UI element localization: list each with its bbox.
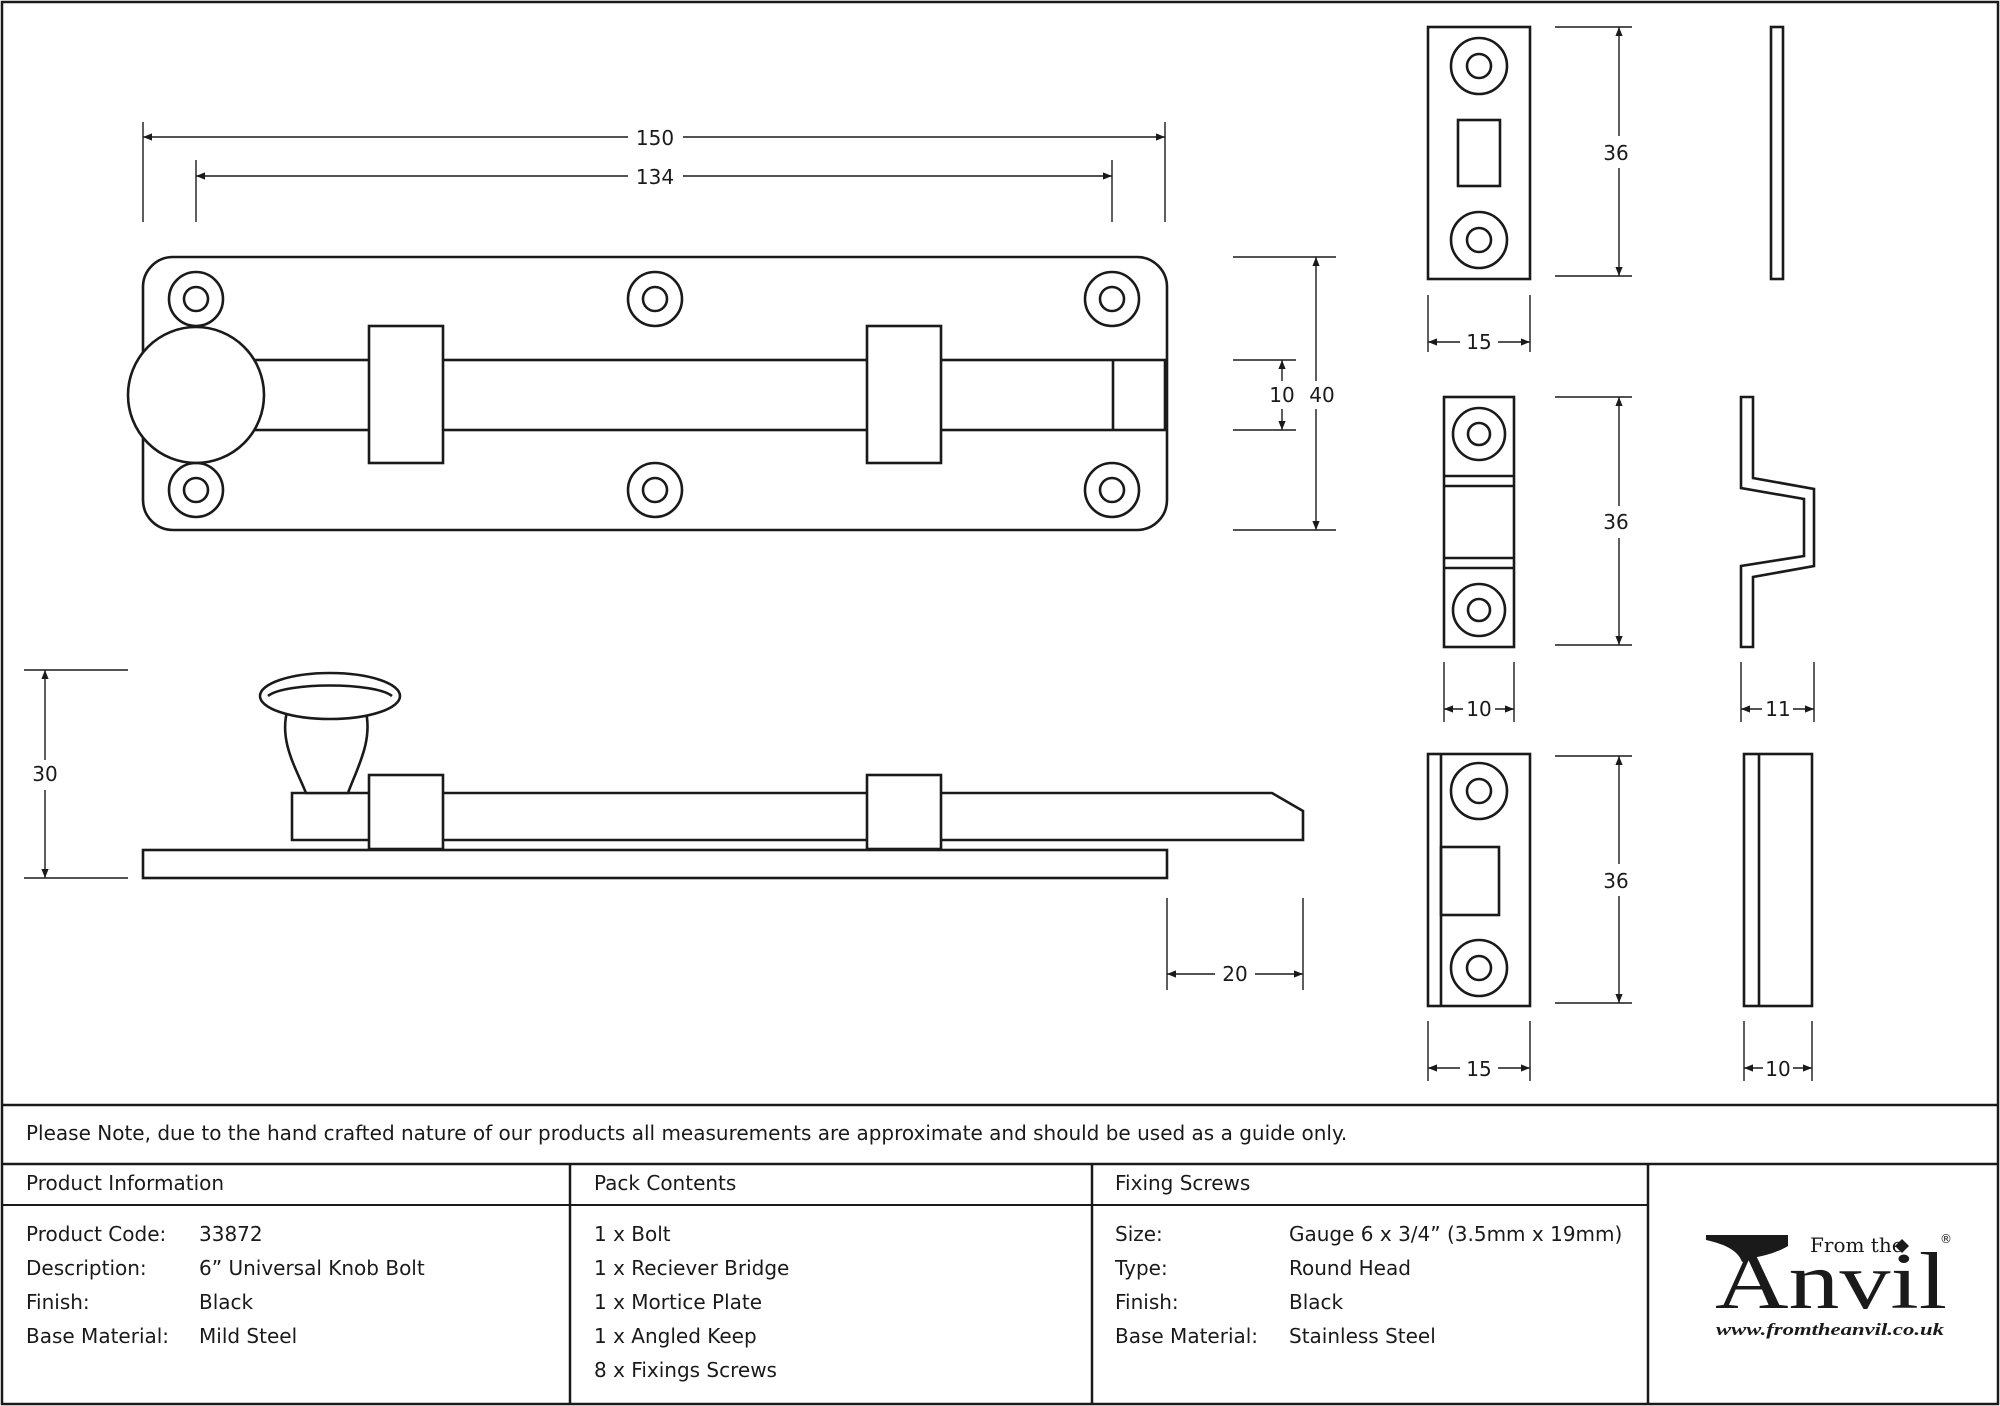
dimension-keep-1: 36 15 (1427, 26, 1632, 354)
dim-label-keep2-10: 10 (1466, 697, 1491, 721)
anvil-logo: From the ® Anvil www.fromtheanvil.co.uk (1706, 1232, 1952, 1339)
keep-3-front (1426, 752, 1532, 1008)
screw-hole (1083, 270, 1141, 328)
logo-brand: Anvil (1715, 1238, 1947, 1326)
keep-1-front (1426, 25, 1532, 281)
dim-label-keep3-15: 15 (1466, 1057, 1491, 1081)
dim-label-keep1-36: 36 (1603, 141, 1628, 165)
dim-label-keep2-36: 36 (1603, 510, 1628, 534)
product-information-heading: Product Information (26, 1171, 225, 1195)
dimension-keep-2: 36 10 11 (1443, 396, 1815, 722)
fixing-screws-row: Finish: Black (1115, 1285, 1622, 1319)
keep-2-side (1739, 395, 1816, 649)
product-info-row: Base Material: Mild Steel (26, 1319, 425, 1353)
screw-hole (167, 461, 225, 519)
logo-url: www.fromtheanvil.co.uk (1716, 1320, 1945, 1339)
finish-value: Black (199, 1290, 254, 1314)
pack-item: 1 x Angled Keep (594, 1324, 757, 1348)
dimension-10-40: 10 40 (1233, 256, 1336, 531)
screw-hole (1083, 461, 1141, 519)
pack-contents-list: 1 x Bolt 1 x Reciever Bridge 1 x Mortice… (594, 1217, 789, 1387)
screw-size-value: Gauge 6 x 3/4” (3.5mm x 19mm) (1289, 1222, 1623, 1246)
dim-label-keep2-11: 11 (1765, 697, 1790, 721)
disclaimer-note: Please Note, due to the hand crafted nat… (26, 1121, 1348, 1145)
screw-finish-value: Black (1289, 1290, 1344, 1314)
bolt-side-view (141, 671, 1305, 880)
dimension-20: 20 (1166, 898, 1304, 990)
logo-from-the: From the (1810, 1233, 1904, 1257)
product-info-row: Product Code: 33872 (26, 1217, 425, 1251)
logo-registered-mark: ® (1940, 1232, 1952, 1246)
screw-finish-label: Finish: (1115, 1290, 1179, 1314)
keep-1-side (1769, 25, 1785, 281)
fixing-screws-row: Size: Gauge 6 x 3/4” (3.5mm x 19mm) (1115, 1217, 1622, 1251)
screw-hole (626, 270, 684, 328)
dim-label-keep3-10: 10 (1765, 1057, 1790, 1081)
fixing-screws-row: Type: Round Head (1115, 1251, 1622, 1285)
pack-item: 1 x Mortice Plate (594, 1290, 763, 1314)
pack-item: 8 x Fixings Screws (594, 1358, 777, 1382)
description-label: Description: (26, 1256, 147, 1280)
finish-label: Finish: (26, 1290, 90, 1314)
description-value: 6” Universal Knob Bolt (199, 1256, 425, 1280)
keep-2-front (1442, 395, 1516, 649)
fixing-screws-row: Base Material: Stainless Steel (1115, 1319, 1622, 1353)
dim-label-20: 20 (1222, 962, 1247, 986)
logo-diamond-icon (1895, 1239, 1909, 1253)
screw-type-label: Type: (1115, 1256, 1168, 1280)
dimension-134: 134 (195, 160, 1113, 222)
dim-label-10: 10 (1269, 383, 1294, 407)
product-info-row: Description: 6” Universal Knob Bolt (26, 1251, 425, 1285)
screw-material-value: Stainless Steel (1289, 1324, 1436, 1348)
bolt-top-view (126, 255, 1169, 532)
screw-hole (626, 461, 684, 519)
pack-item: 1 x Bolt (594, 1222, 671, 1246)
dim-label-150: 150 (636, 126, 674, 150)
product-code-label: Product Code: (26, 1222, 167, 1246)
screw-type-value: Round Head (1289, 1256, 1411, 1280)
dim-label-40: 40 (1309, 383, 1334, 407)
dim-label-30: 30 (32, 762, 57, 786)
dimension-30: 30 (24, 669, 128, 879)
dimension-keep-3: 36 15 10 (1427, 755, 1813, 1081)
dim-label-134: 134 (636, 165, 674, 189)
dim-label-keep3-36: 36 (1603, 869, 1628, 893)
screw-material-label: Base Material: (1115, 1324, 1259, 1348)
pack-contents-heading: Pack Contents (594, 1171, 737, 1195)
pack-item: 1 x Reciever Bridge (594, 1256, 790, 1280)
product-code-value: 33872 (199, 1222, 263, 1246)
dimension-150: 150 (142, 122, 1166, 222)
fixing-screws-heading: Fixing Screws (1115, 1171, 1251, 1195)
dim-label-keep1-15: 15 (1466, 330, 1491, 354)
screw-size-label: Size: (1115, 1222, 1163, 1246)
base-material-label: Base Material: (26, 1324, 170, 1348)
product-info-row: Finish: Black (26, 1285, 425, 1319)
screw-hole (167, 270, 225, 328)
keep-3-side (1742, 752, 1814, 1008)
fixing-screws-table: Size: Gauge 6 x 3/4” (3.5mm x 19mm) Type:… (1115, 1217, 1622, 1353)
product-information-table: Product Code: 33872 Description: 6” Univer… (26, 1217, 425, 1353)
base-material-value: Mild Steel (199, 1324, 298, 1348)
anvil-icon (1706, 1235, 1788, 1262)
